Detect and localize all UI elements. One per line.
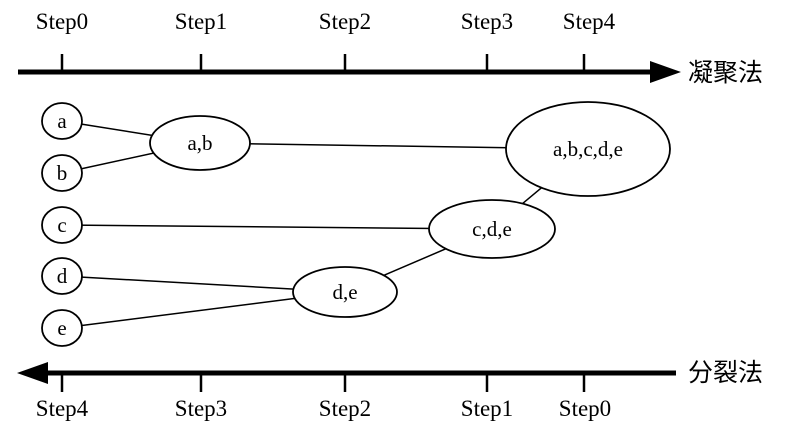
node-d-label: d bbox=[57, 264, 68, 288]
top-step-label-0: Step0 bbox=[36, 9, 88, 34]
bottom-step-label-2: Step2 bbox=[319, 396, 371, 421]
top-axis-method-label: 凝聚法 bbox=[688, 59, 763, 87]
bottom-axis-left-arrowhead-icon bbox=[17, 362, 48, 384]
bottom-step-label-0: Step4 bbox=[36, 396, 89, 421]
node-ab: a,b bbox=[149, 115, 251, 171]
node-c-label: c bbox=[57, 213, 66, 237]
node-e-label: e bbox=[57, 316, 66, 340]
node-a-label: a bbox=[57, 109, 67, 133]
node-abcde: a,b,c,d,e bbox=[505, 101, 671, 197]
node-d-ellipse bbox=[41, 257, 83, 295]
node-de: d,e bbox=[292, 266, 398, 318]
node-de-ellipse bbox=[292, 266, 398, 318]
bottom-step-label-4: Step0 bbox=[559, 396, 611, 421]
top-axis-right-arrowhead-icon bbox=[650, 61, 681, 83]
top-step-label-4: Step4 bbox=[563, 9, 616, 34]
node-c: c bbox=[41, 206, 83, 244]
bottom-step-label-1: Step3 bbox=[175, 396, 227, 421]
top-step-label-3: Step3 bbox=[461, 9, 513, 34]
node-cde-label: c,d,e bbox=[472, 217, 512, 241]
bottom-step-label-3: Step1 bbox=[461, 396, 513, 421]
node-c-ellipse bbox=[41, 206, 83, 244]
node-d: d bbox=[41, 257, 83, 295]
top-step-label-1: Step1 bbox=[175, 9, 227, 34]
node-e: e bbox=[41, 309, 83, 347]
bottom-axis-method-label: 分裂法 bbox=[688, 359, 763, 387]
node-a: a bbox=[41, 102, 83, 140]
node-cde: c,d,e bbox=[428, 199, 556, 259]
node-a-ellipse bbox=[41, 102, 83, 140]
node-ab-label: a,b bbox=[187, 131, 212, 155]
node-ab-ellipse bbox=[149, 115, 251, 171]
edge-c-cde bbox=[61, 224, 493, 230]
node-b-ellipse bbox=[41, 154, 83, 192]
node-b: b bbox=[41, 154, 83, 192]
node-abcde-label: a,b,c,d,e bbox=[553, 137, 623, 161]
top-step-label-2: Step2 bbox=[319, 9, 371, 34]
top-axis: Step0 Step1 Step2 Step3 Step4 凝聚法 bbox=[18, 9, 763, 87]
node-abcde-ellipse bbox=[505, 101, 671, 197]
bottom-axis: Step4 Step3 Step2 Step1 Step0 分裂法 bbox=[17, 359, 763, 421]
node-de-label: d,e bbox=[332, 280, 357, 304]
node-cde-ellipse bbox=[428, 199, 556, 259]
node-b-label: b bbox=[57, 161, 68, 185]
node-e-ellipse bbox=[41, 309, 83, 347]
